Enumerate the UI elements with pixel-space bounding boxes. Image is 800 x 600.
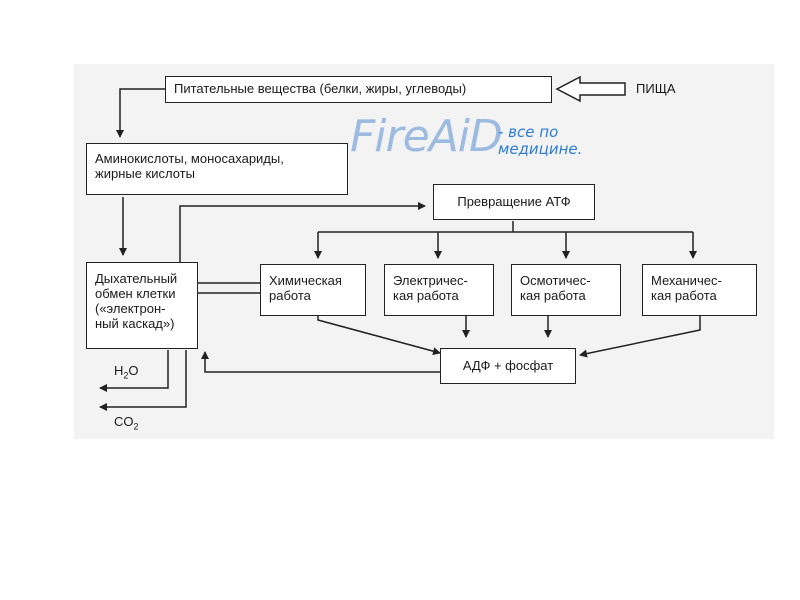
adp-phosphate-box: АДФ + фосфат bbox=[440, 348, 576, 384]
food-label: ПИЩА bbox=[636, 81, 676, 96]
arrow-adp-to-respiration bbox=[201, 351, 440, 373]
watermark-logo: FireAiD bbox=[350, 111, 503, 162]
arrow-nutrients-to-amino bbox=[116, 88, 165, 138]
osmotic-work-box: Осмотичес- кая работа bbox=[511, 264, 621, 316]
arrow-co2-output bbox=[99, 350, 187, 411]
mechanical-work-box: Механичес- кая работа bbox=[642, 264, 757, 316]
watermark-tagline: - все по медицине. bbox=[498, 123, 583, 158]
respiration-box: Дыхательный обмен клетки («электрон- ный… bbox=[86, 262, 198, 349]
amino-box: Аминокислоты, моносахариды, жирные кисло… bbox=[86, 143, 348, 195]
food-hollow-arrow bbox=[555, 75, 626, 103]
arrow-h2o-output bbox=[99, 350, 169, 392]
electrical-work-box: Электричес- кая работа bbox=[384, 264, 494, 316]
arrow-respiration-to-atp bbox=[179, 202, 426, 262]
arrow-mechanical-to-adp bbox=[579, 315, 701, 358]
diagram-panel bbox=[74, 64, 774, 439]
nutrients-box: Питательные вещества (белки, жиры, углев… bbox=[165, 76, 552, 103]
chemical-work-box: Химическая работа bbox=[260, 264, 366, 316]
atp-box: Превращение АТФ bbox=[433, 184, 595, 220]
h2o-label: H2O bbox=[114, 363, 139, 381]
arrow-chemical-to-adp bbox=[317, 315, 441, 356]
co2-label: CO2 bbox=[114, 414, 139, 432]
fireaid-watermark: FireAiD - все по медицине. bbox=[350, 112, 600, 172]
